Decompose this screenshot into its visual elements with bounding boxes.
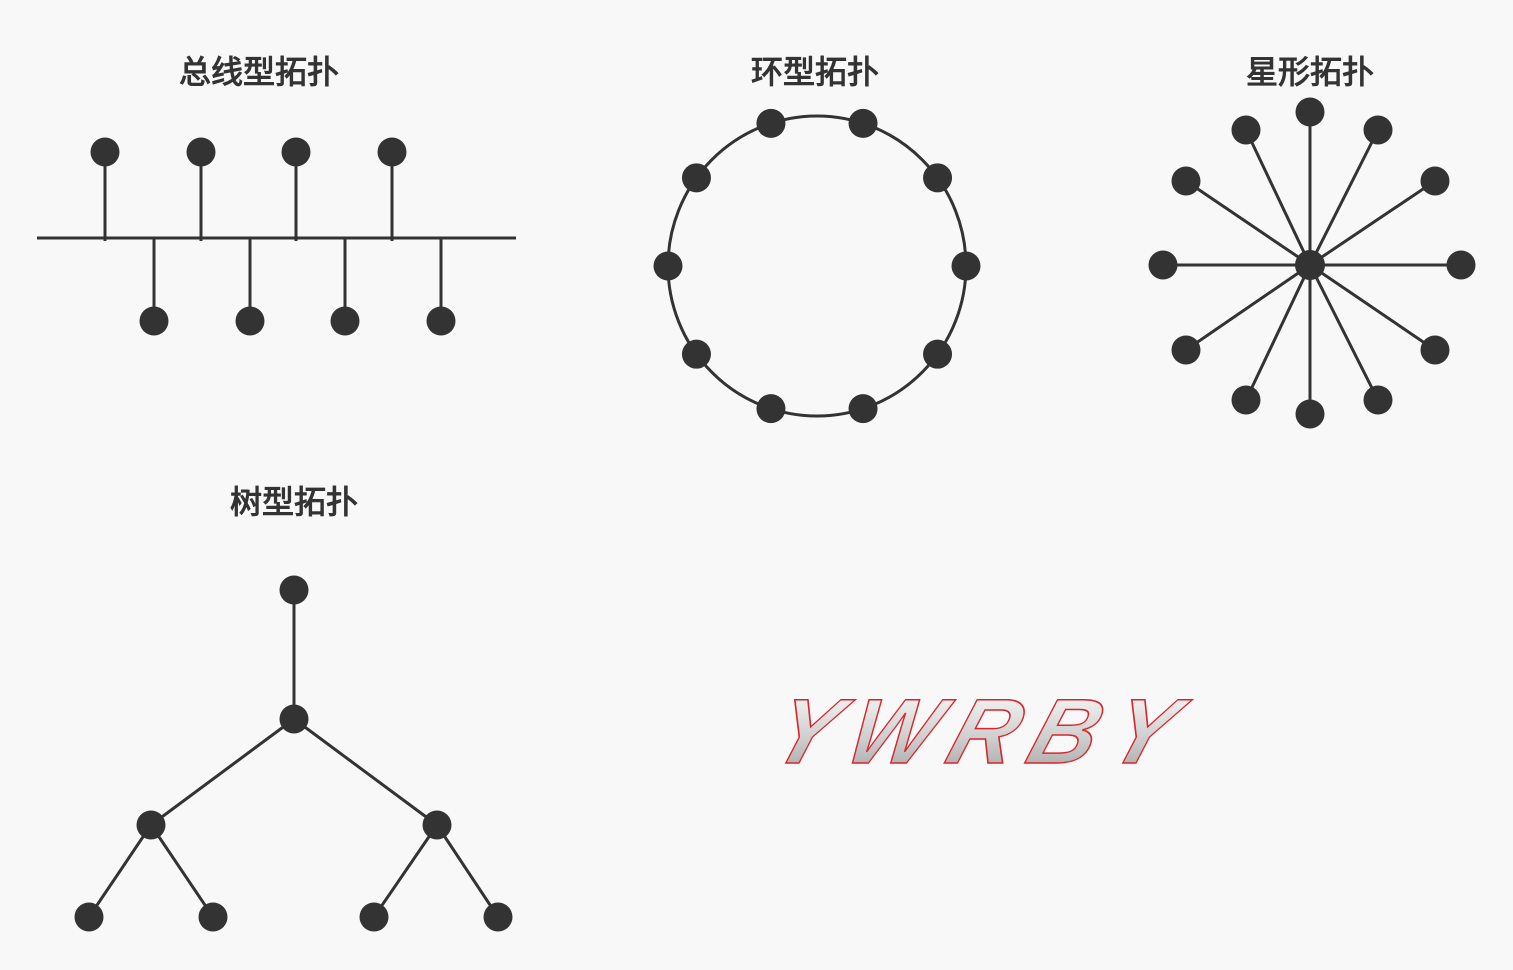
star-outer-node: [1420, 166, 1450, 196]
bus-node: [139, 306, 169, 336]
ring-node: [923, 163, 953, 193]
bus-node: [426, 306, 456, 336]
ring-node: [848, 394, 878, 424]
bus-node: [235, 306, 265, 336]
ring-node: [681, 339, 711, 369]
star-spoke-line: [1309, 179, 1436, 267]
ring-node: [923, 339, 953, 369]
star-outer-node: [1171, 166, 1201, 196]
star-outer-node: [1231, 115, 1261, 145]
star-outer-node: [1363, 385, 1393, 415]
ring-node: [756, 394, 786, 424]
bus-topology-diagram: [37, 137, 516, 336]
bus-node: [186, 137, 216, 167]
ring-node: [848, 108, 878, 138]
ring-node: [756, 108, 786, 138]
star-spoke-line: [1185, 263, 1311, 352]
star-topology-diagram: [1148, 97, 1476, 429]
ring-node: [681, 163, 711, 193]
star-spoke-line: [1244, 129, 1312, 266]
bus-node: [330, 306, 360, 336]
star-outer-node: [1295, 97, 1325, 127]
tree-leaf-node: [74, 902, 104, 932]
star-outer-node: [1231, 385, 1261, 415]
tree-edge-line: [87, 824, 153, 918]
star-outer-node: [1363, 115, 1393, 145]
tree-edge-line: [149, 824, 215, 918]
bus-node: [377, 137, 407, 167]
star-outer-node: [1446, 250, 1476, 280]
tree-edge-line: [150, 717, 295, 827]
bus-topology-title: 总线型拓扑: [178, 53, 340, 91]
ring-node: [653, 251, 683, 281]
star-spoke-line: [1244, 264, 1312, 401]
star-spoke-line: [1185, 179, 1311, 267]
tree-topology-title: 树型拓扑: [229, 483, 359, 521]
bus-node: [90, 137, 120, 167]
tree-node: [279, 704, 309, 734]
tree-topology-diagram: [74, 575, 513, 932]
star-hub-node: [1295, 250, 1325, 280]
ring-topology-title: 环型拓扑: [750, 53, 880, 91]
star-spoke-line: [1308, 129, 1380, 266]
star-outer-node: [1148, 250, 1178, 280]
tree-edge-line: [293, 717, 438, 827]
tree-node: [422, 810, 452, 840]
star-spoke-line: [1309, 263, 1436, 352]
tree-leaf-node: [198, 902, 228, 932]
ring-topology-diagram: [653, 108, 981, 424]
tree-leaf-node: [359, 902, 389, 932]
tree-edge-line: [435, 824, 500, 918]
bus-node: [281, 137, 311, 167]
ring-loop: [666, 114, 968, 418]
tree-leaf-node: [483, 902, 513, 932]
star-outer-node: [1171, 335, 1201, 365]
star-topology-title: 星形拓扑: [1245, 53, 1375, 91]
tree-node: [136, 810, 166, 840]
star-spoke-line: [1308, 264, 1380, 401]
tree-root-node: [279, 575, 309, 605]
tree-edge-line: [372, 824, 439, 918]
star-outer-node: [1295, 399, 1325, 429]
star-outer-node: [1420, 335, 1450, 365]
ywrby-logo: YWRBY: [759, 680, 1206, 784]
logo-text: YWRBY: [760, 681, 1206, 783]
ring-node: [951, 251, 981, 281]
